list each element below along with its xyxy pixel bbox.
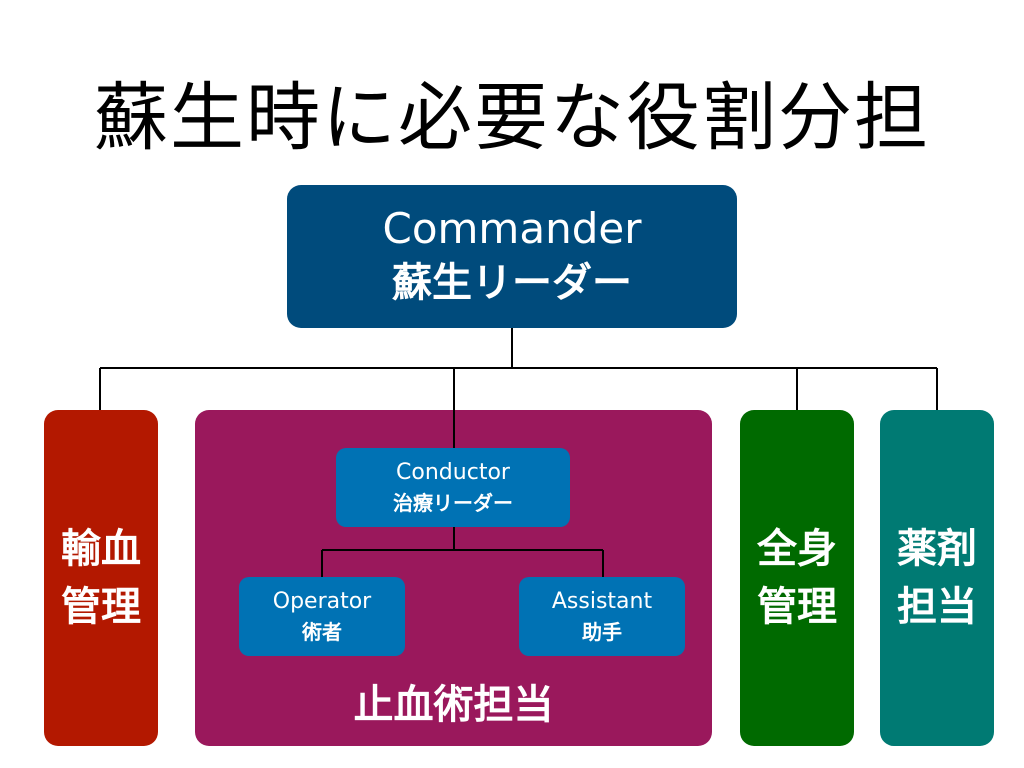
conductor-en: Conductor: [396, 459, 510, 485]
systemic-line1: 全身: [757, 526, 837, 572]
hemostasis-label: 止血術担当: [353, 682, 554, 728]
drugs-line2: 担当: [897, 584, 977, 630]
systemic-line2: 管理: [757, 584, 837, 630]
assistant-en: Assistant: [551, 588, 653, 614]
conductor-jp: 治療リーダー: [393, 490, 513, 515]
commander-en: Commander: [382, 203, 642, 253]
commander-jp: 蘇生リーダー: [392, 259, 632, 306]
transfusion-box: 輸血 管理: [44, 410, 158, 746]
drugs-line1: 薬剤: [897, 526, 977, 572]
transfusion-line1: 輸血: [61, 526, 141, 572]
commander-box: Commander 蘇生リーダー: [287, 185, 737, 328]
conductor-box: Conductor 治療リーダー: [336, 448, 570, 527]
assistant-jp: 助手: [582, 619, 622, 644]
assistant-box: Assistant 助手: [519, 577, 685, 656]
drugs-box: 薬剤 担当: [880, 410, 994, 746]
operator-jp: 術者: [302, 619, 342, 644]
operator-box: Operator 術者: [239, 577, 405, 656]
slide-title: 蘇生時に必要な役割分担: [94, 75, 930, 161]
systemic-box: 全身 管理: [740, 410, 854, 746]
transfusion-line2: 管理: [61, 584, 141, 630]
operator-en: Operator: [272, 588, 372, 614]
